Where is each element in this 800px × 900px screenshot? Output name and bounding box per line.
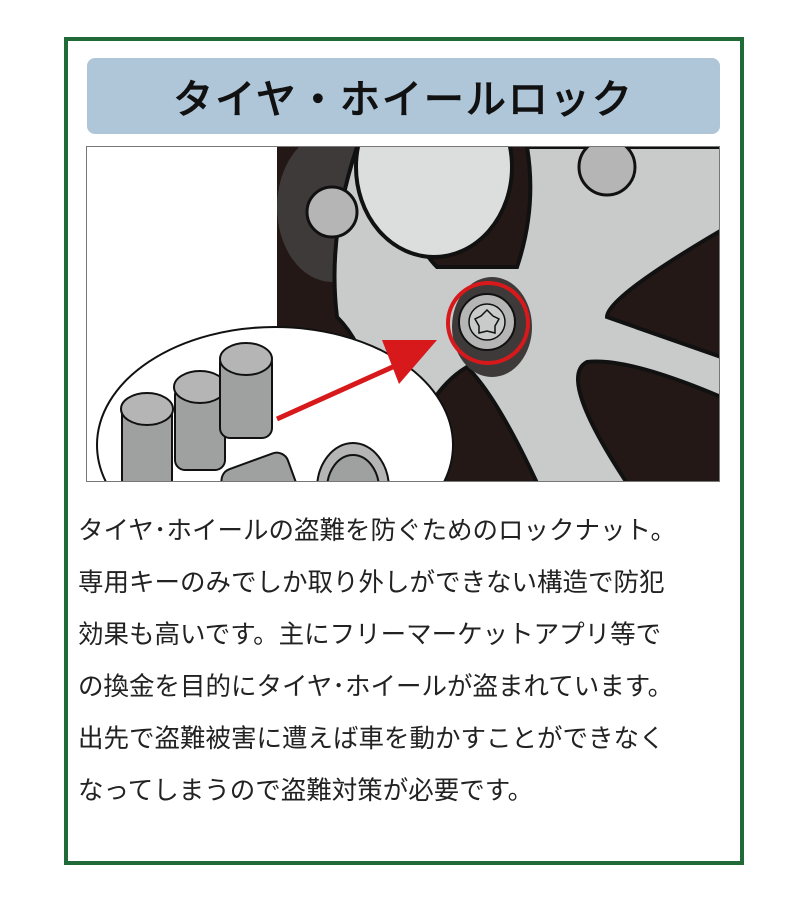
description-text: タイヤ･ホイールの盗難を防ぐためのロックナット。 専用キーのみでしか取り外しがで… (78, 505, 738, 817)
wheel-lock-illustration (86, 146, 720, 482)
description-line: 出先で盗難被害に遭えば車を動かすことができなく (78, 724, 665, 754)
description-line: の換金を目的にタイヤ･ホイールが盗まれています。 (78, 672, 674, 702)
wheel-lock-nut-icon (96, 147, 719, 481)
content-frame (64, 37, 744, 865)
description-line: 効果も高いです。主にフリーマーケットアプリ等で (78, 620, 662, 650)
description-line: なってしまうので盗難対策が必要です。 (78, 776, 534, 806)
title-banner: タイヤ・ホイールロック (87, 58, 720, 134)
description-line: タイヤ･ホイールの盗難を防ぐためのロックナット。 (78, 516, 676, 546)
page-title: タイヤ・ホイールロック (173, 77, 634, 123)
description-line: 専用キーのみでしか取り外しができない構造で防犯 (78, 568, 665, 598)
